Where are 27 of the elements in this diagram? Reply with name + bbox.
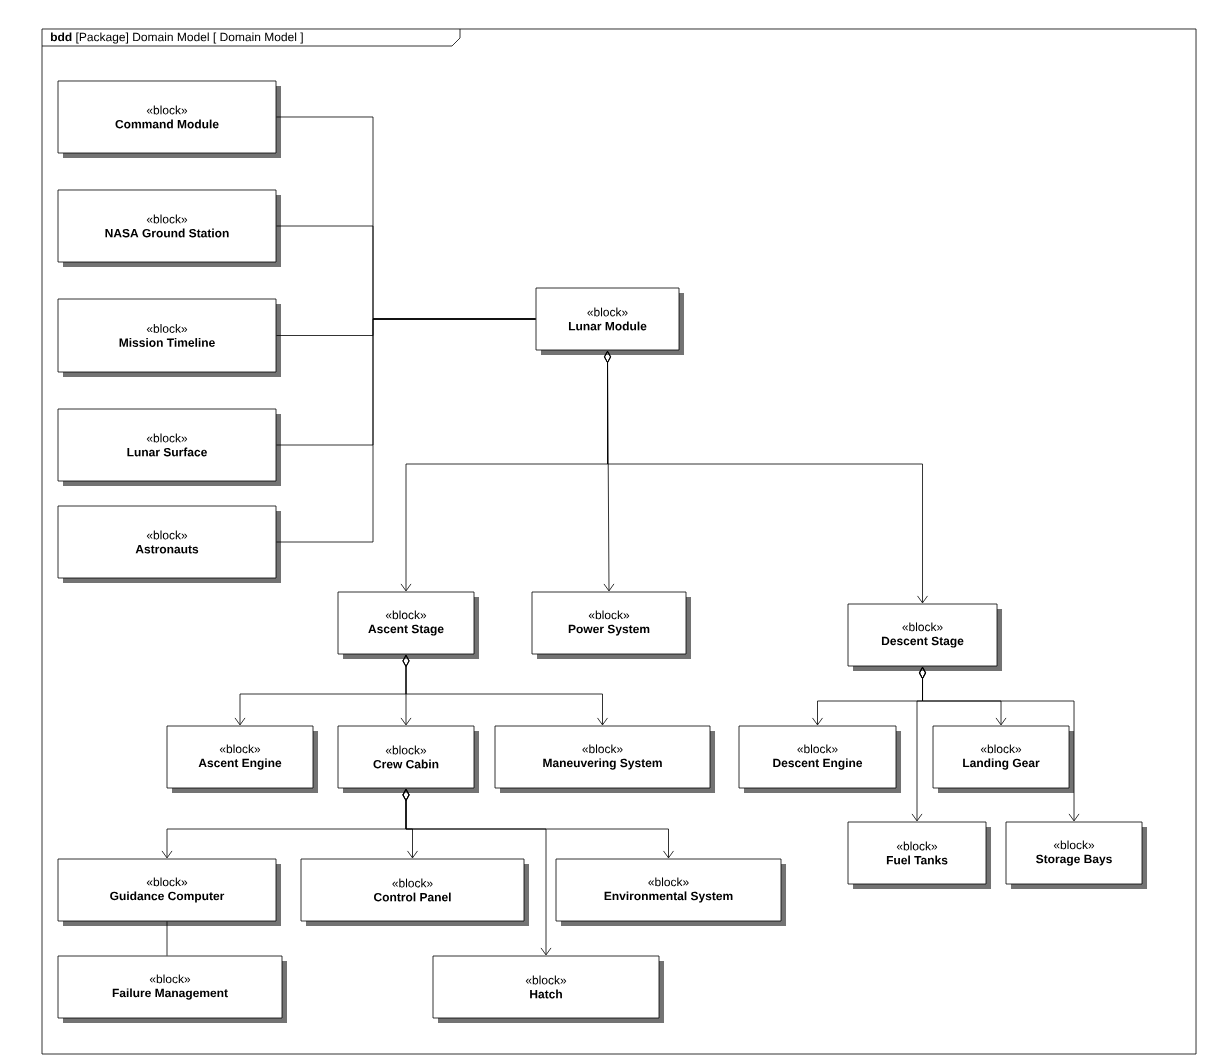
block-box: «block» Ascent Engine (166, 725, 318, 793)
block-box: «block» Control Panel (300, 858, 529, 926)
connector (402, 654, 608, 726)
block-box: «block» Astronauts (57, 505, 281, 583)
block-box: «block» Descent Engine (738, 725, 901, 793)
block-box: «block» Landing Gear (932, 725, 1074, 793)
connector (276, 318, 536, 543)
block-box: «block» Ascent Stage (337, 591, 479, 659)
block-box: «block» Failure Management (57, 955, 287, 1023)
connector (402, 788, 552, 956)
block-box: «block» Crew Cabin (337, 725, 479, 793)
block-box: «block» Storage Bays (1005, 821, 1147, 889)
block-box: «block» Guidance Computer (57, 858, 281, 926)
block-box: «block» NASA Ground Station (57, 189, 281, 267)
connector (604, 350, 928, 604)
block-box: «block» Maneuvering System (494, 725, 715, 793)
block-box: «block» Lunar Surface (57, 408, 281, 486)
block-box: «block» Mission Timeline (57, 298, 281, 377)
block-box: «block» Environmental System (555, 858, 786, 926)
block-box: «block» Command Module (57, 80, 281, 158)
block-box: «block» Power System (531, 591, 691, 659)
block-box: «block» Lunar Module (535, 287, 684, 355)
block-box: «block» Fuel Tanks (847, 821, 991, 889)
block-box: «block» Hatch (432, 955, 664, 1023)
connector (919, 666, 1080, 822)
block-box: «block» Descent Stage (847, 603, 1002, 671)
connector (166, 921, 168, 956)
